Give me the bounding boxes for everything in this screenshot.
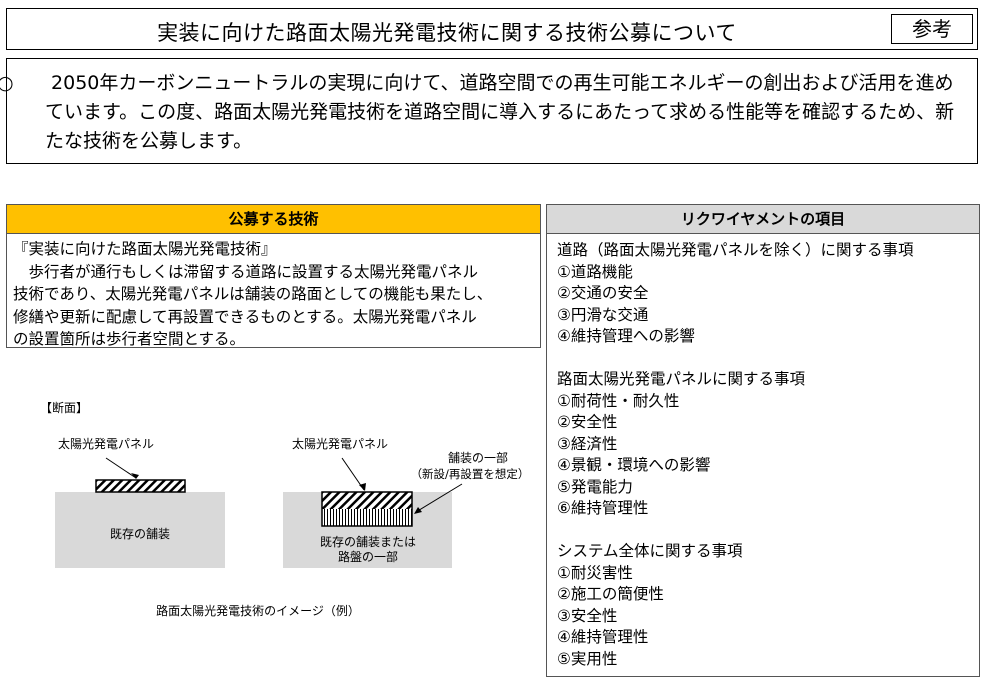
requirement-section-title: 道路（路面太陽光発電パネルを除く）に関する事項	[557, 241, 914, 259]
requirement-section-title: 路面太陽光発電パネルに関する事項	[557, 370, 806, 388]
requirement-section: 路面太陽光発電パネルに関する事項 ①耐荷性・耐久性 ②安全性 ③経済性 ④景観・環境への…	[557, 369, 971, 520]
base-label-1: 既存の舗装または	[320, 535, 416, 549]
requirement-item: ⑥維持管理性	[557, 499, 649, 517]
requirement-item: ⑤発電能力	[557, 477, 633, 496]
requirement-item: ①道路機能	[557, 262, 633, 281]
base-label-2: 路盤の一部	[338, 549, 398, 564]
requirements-header: リクワイヤメントの項目	[547, 205, 979, 234]
requirement-item: ③円滑な交通	[557, 305, 649, 324]
recruited-technology-header: 公募する技術	[7, 205, 540, 234]
title-box: 実装に向けた路面太陽光発電技術に関する技術公募について 参考	[6, 8, 978, 50]
arrow-left	[105, 457, 137, 479]
requirement-section-title: システム全体に関する事項	[557, 542, 743, 560]
requirement-item: ④維持管理への影響	[557, 327, 695, 345]
intro-text: 2050年カーボンニュートラルの実現に向けて、道路空間での再生可能エネルギーの創…	[45, 72, 955, 152]
pavement-part-hatch	[322, 509, 412, 526]
requirement-item: ③安全性	[557, 606, 618, 625]
tech-line: 技術であり、太陽光発電パネルは舗装の路面としての機能も果たし、	[13, 285, 493, 303]
requirement-item: ⑤実用性	[557, 649, 618, 668]
existing-pavement	[55, 492, 225, 568]
tech-line: 修繕や更新に配慮して再設置できるものとする。太陽光発電パネル	[13, 307, 477, 326]
panel-hatch	[322, 492, 412, 509]
solar-panel-left	[95, 479, 186, 493]
bullet-icon: ○	[0, 72, 14, 94]
section-label: 【断面】	[40, 400, 88, 415]
panel-label-left: 太陽光発電パネル	[58, 436, 154, 451]
tech-line: 歩行者が通行もしくは滞留する道路に設置する太陽光発電パネル	[13, 262, 479, 281]
requirement-item: ④維持管理性	[557, 628, 649, 646]
requirements-box: リクワイヤメントの項目 道路（路面太陽光発電パネルを除く）に関する事項 ①道路機能…	[546, 204, 980, 677]
requirement-section: システム全体に関する事項 ①耐災害性 ②施工の簡便性 ③安全性 ④維持管理性 ⑤実用性	[557, 541, 971, 670]
pavement-part-note: （新設/再設置を想定）	[411, 467, 530, 481]
tech-line: の設置箇所は歩行者空間とする。	[13, 330, 246, 348]
reference-badge: 参考	[891, 14, 973, 44]
panel-label-right: 太陽光発電パネル	[292, 436, 388, 451]
requirement-item: ②安全性	[557, 413, 618, 431]
requirement-section: 道路（路面太陽光発電パネルを除く）に関する事項 ①道路機能 ②交通の安全 ③円滑な交通…	[557, 240, 971, 348]
cross-section-diagram: 【断面】 太陽光発電パネル 既存の舗装 太陽光発電パネル 舗装の一部 （新設/再…	[40, 400, 530, 618]
panel-and-pavement-part	[321, 491, 413, 527]
requirement-item: ②施工の簡便性	[557, 585, 664, 603]
intro-box: ○ 2050年カーボンニュートラルの実現に向けて、道路空間での再生可能エネルギー…	[0, 58, 978, 164]
diagram-caption: 路面太陽光発電技術のイメージ（例）	[156, 603, 360, 618]
requirement-item: ②交通の安全	[557, 284, 649, 302]
requirement-item: ③経済性	[557, 434, 618, 453]
existing-pavement-label: 既存の舗装	[110, 527, 170, 541]
requirement-item: ①耐荷性・耐久性	[557, 391, 680, 410]
arrow-pavement-part	[415, 483, 463, 513]
recruited-technology-box: 公募する技術 『実装に向けた路面太陽光発電技術』 歩行者が通行もしくは滞留する道…	[6, 204, 541, 348]
requirement-item: ④景観・環境への影響	[557, 456, 711, 474]
tech-line: 『実装に向けた路面太陽光発電技術』	[13, 240, 277, 258]
requirement-item: ①耐災害性	[557, 563, 633, 582]
page-title: 実装に向けた路面太陽光発電技術に関する技術公募について	[157, 21, 737, 45]
pavement-part-label: 舗装の一部	[448, 450, 508, 465]
